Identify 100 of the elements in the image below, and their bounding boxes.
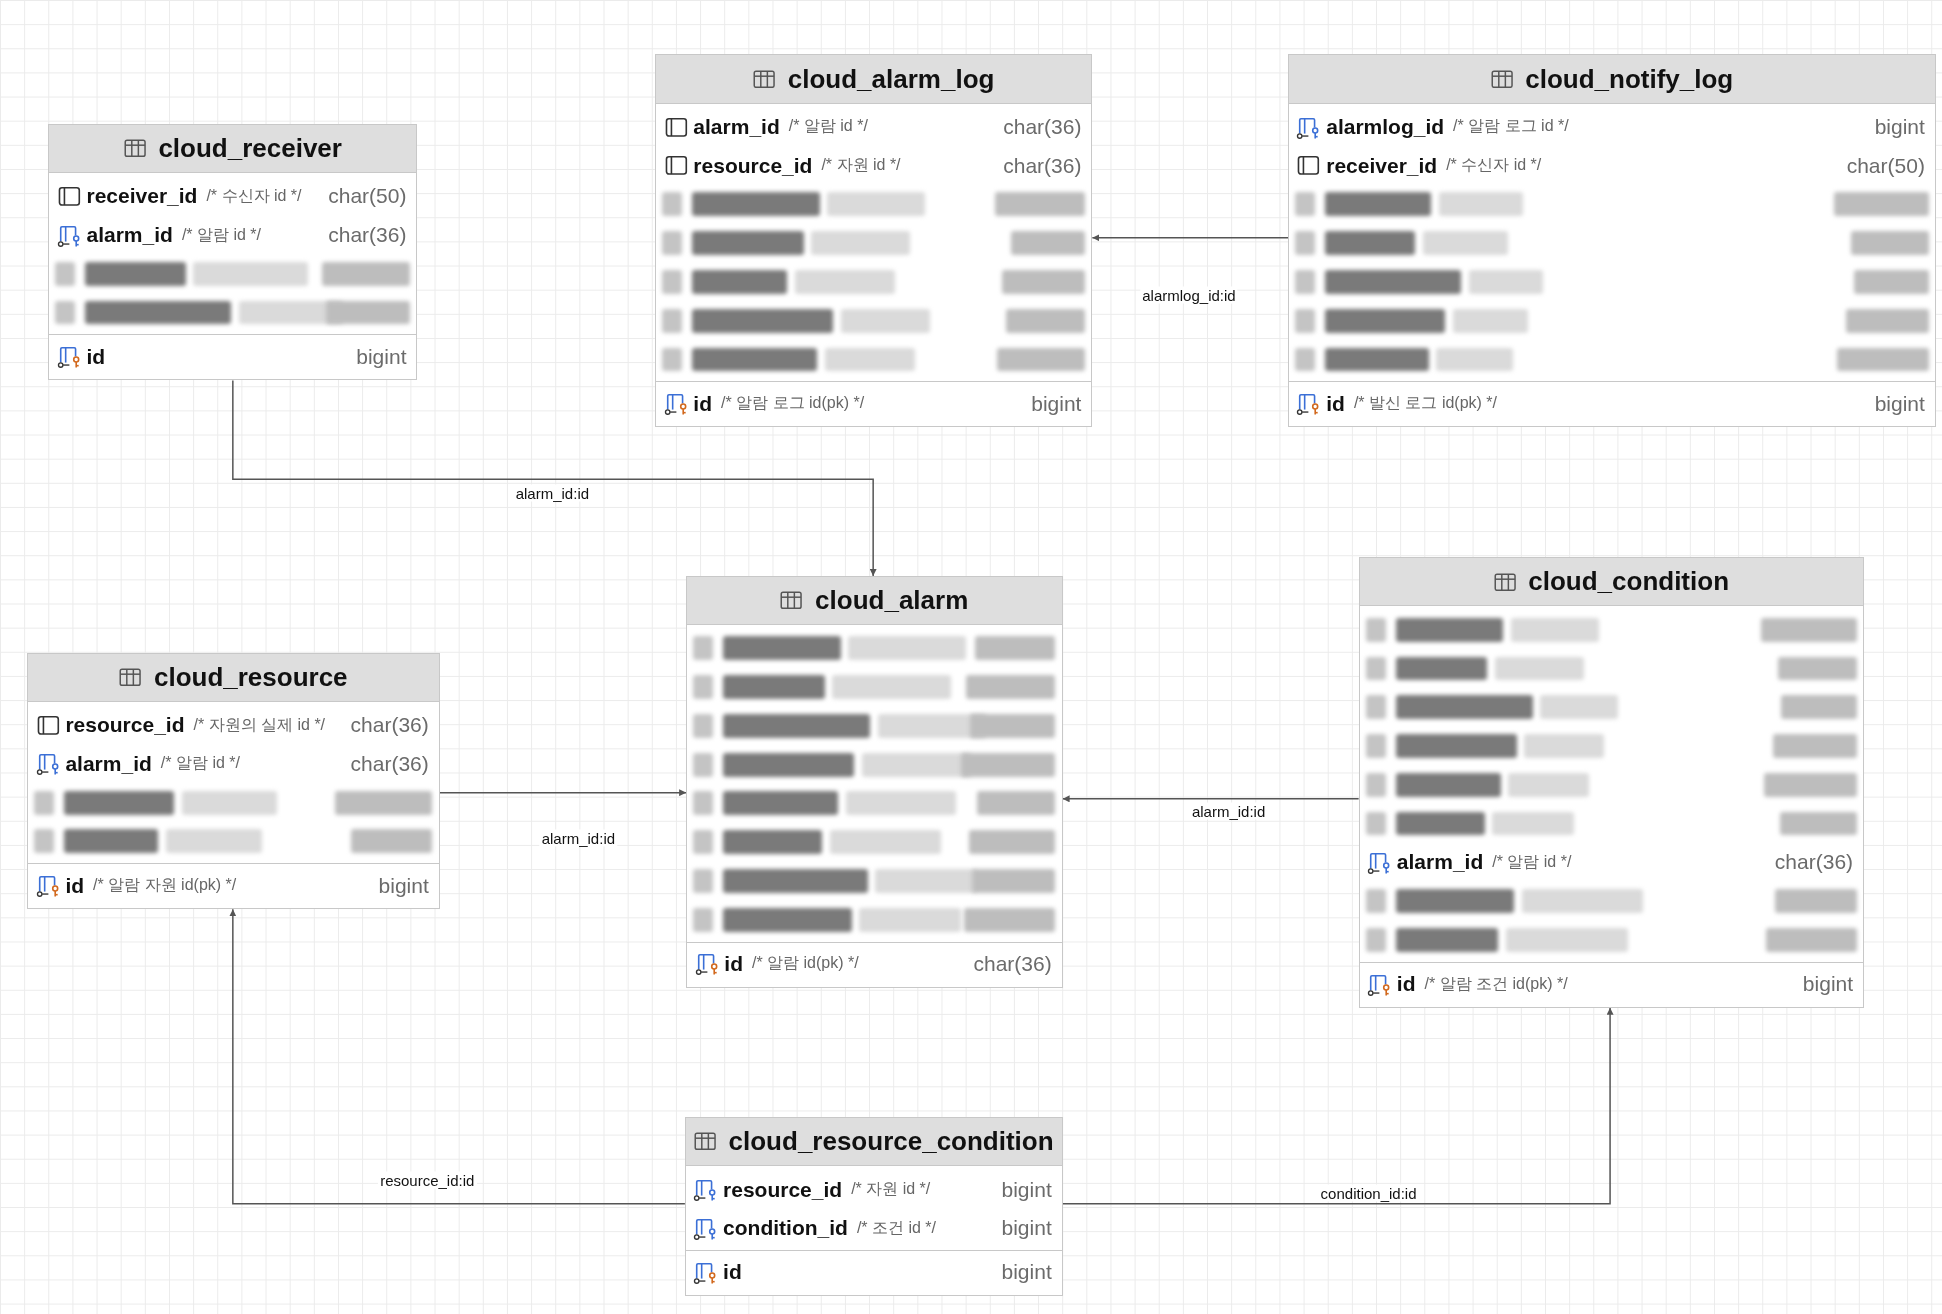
- edge-label: alarm_id:id: [1189, 802, 1268, 820]
- column-comment: /* 수신자 id */: [1446, 155, 1542, 176]
- table-box: [27, 652, 440, 910]
- blurred-row: [693, 830, 1056, 855]
- column-type: char(36): [1774, 850, 1854, 875]
- column-type: bigint: [378, 873, 429, 898]
- table-box: [655, 54, 1093, 428]
- column-type: bigint: [1031, 391, 1082, 416]
- blurred-row: [1365, 734, 1857, 758]
- column-comment: /* 알람 로그 id(pk) */: [721, 393, 865, 414]
- table-box: [1358, 557, 1864, 1008]
- blurred-row: [662, 270, 1086, 294]
- table-name: cloud_resource_condition: [728, 1126, 1054, 1158]
- blurred-row: [662, 192, 1086, 217]
- column-comment: /* 자원의 실제 id */: [193, 714, 326, 735]
- blurred-row: [1295, 231, 1929, 256]
- column-comment: /* 알람 로그 id */: [1453, 116, 1569, 137]
- blurred-row: [55, 300, 411, 325]
- arrow: [438, 789, 687, 797]
- blurred-row: [1295, 347, 1929, 372]
- blurred-row: [55, 261, 411, 286]
- column-type: bigint: [1001, 1260, 1052, 1285]
- column-comment: /* 발신 로그 id(pk) */: [1353, 393, 1498, 414]
- arrow: [229, 908, 686, 1205]
- column-name: condition_id: [723, 1216, 848, 1241]
- edge-label: resource_id:id: [378, 1171, 477, 1189]
- column-type: char(36): [328, 223, 407, 247]
- arrow: [1061, 1007, 1614, 1205]
- column-name: id: [724, 951, 743, 976]
- column-comment: /* 자원 id */: [821, 155, 901, 176]
- blurred-row: [693, 636, 1056, 661]
- column-comment: /* 수신자 id */: [206, 185, 302, 206]
- blurred-row: [34, 829, 433, 854]
- table-name: cloud_condition: [1528, 566, 1729, 598]
- column-name: alarmlog_id: [1326, 114, 1445, 139]
- column-type: char(36): [1003, 114, 1082, 139]
- blurred-row: [1365, 656, 1857, 681]
- blurred-row: [662, 347, 1086, 372]
- column-comment: /* 알람 id */: [160, 753, 240, 774]
- table-box: [686, 575, 1063, 988]
- blurred-row: [693, 907, 1056, 932]
- column-name: id: [693, 391, 713, 416]
- column-type: char(50): [328, 184, 407, 209]
- blurred-row: [34, 790, 433, 815]
- column-name: id: [65, 873, 85, 898]
- column-type: bigint: [1001, 1177, 1052, 1202]
- table-box: [1288, 54, 1936, 428]
- column-type: bigint: [1874, 114, 1925, 139]
- table-name: cloud_notify_log: [1525, 63, 1734, 95]
- blurred-row: [693, 675, 1056, 699]
- column-type: bigint: [1802, 972, 1854, 996]
- column-type: char(36): [1003, 153, 1082, 178]
- column-type: char(50): [1846, 153, 1925, 178]
- blurred-row: [662, 231, 1086, 256]
- column-name: id: [86, 344, 106, 369]
- column-comment: /* 알람 id(pk) */: [752, 953, 859, 974]
- blurred-row: [1295, 270, 1929, 294]
- column-type: bigint: [356, 344, 407, 369]
- column-name: alarm_id: [1396, 850, 1484, 875]
- arrow: [232, 379, 877, 577]
- blurred-row: [1365, 927, 1857, 952]
- arrow: [1061, 795, 1360, 803]
- table-box: [684, 1117, 1063, 1297]
- table-name: cloud_receiver: [158, 132, 342, 164]
- blurred-row: [1365, 695, 1857, 720]
- table-name: cloud_alarm: [815, 584, 969, 616]
- column-comment: /* 알람 id */: [1492, 851, 1572, 872]
- column-type: bigint: [1001, 1216, 1052, 1241]
- column-type: bigint: [1874, 391, 1925, 416]
- edge-label: condition_id:id: [1318, 1184, 1419, 1202]
- edge-label: alarmlog_id:id: [1140, 286, 1238, 304]
- blurred-row: [693, 752, 1056, 777]
- column-name: receiver_id: [86, 184, 198, 209]
- column-name: receiver_id: [1326, 153, 1438, 178]
- column-comment: /* 알람 id */: [788, 116, 868, 137]
- table-box: [48, 123, 418, 381]
- column-name: resource_id: [693, 153, 813, 178]
- blurred-row: [1365, 889, 1857, 913]
- blurred-row: [1365, 811, 1857, 836]
- blurred-row: [662, 308, 1086, 333]
- column-comment: /* 알람 조건 id(pk) */: [1424, 973, 1568, 994]
- column-name: resource_id: [65, 713, 185, 738]
- arrow: [1091, 234, 1289, 242]
- column-type: char(36): [350, 713, 429, 738]
- edge-label: alarm_id:id: [513, 484, 592, 502]
- column-type: char(36): [350, 751, 429, 776]
- column-name: alarm_id: [693, 114, 780, 139]
- blurred-row: [693, 868, 1056, 893]
- blurred-row: [1295, 308, 1929, 333]
- blurred-row: [1295, 192, 1929, 217]
- column-comment: /* 자원 id */: [851, 1179, 931, 1200]
- blurred-row: [693, 713, 1056, 738]
- table-name: cloud_resource: [153, 661, 348, 693]
- edge-label: alarm_id:id: [539, 829, 618, 847]
- blurred-row: [1365, 617, 1857, 642]
- column-comment: /* 조건 id */: [856, 1217, 937, 1238]
- column-comment: /* 알람 자원 id(pk) */: [93, 875, 237, 896]
- table-name: cloud_alarm_log: [787, 63, 995, 95]
- column-name: id: [1396, 972, 1416, 996]
- column-type: char(36): [973, 951, 1052, 976]
